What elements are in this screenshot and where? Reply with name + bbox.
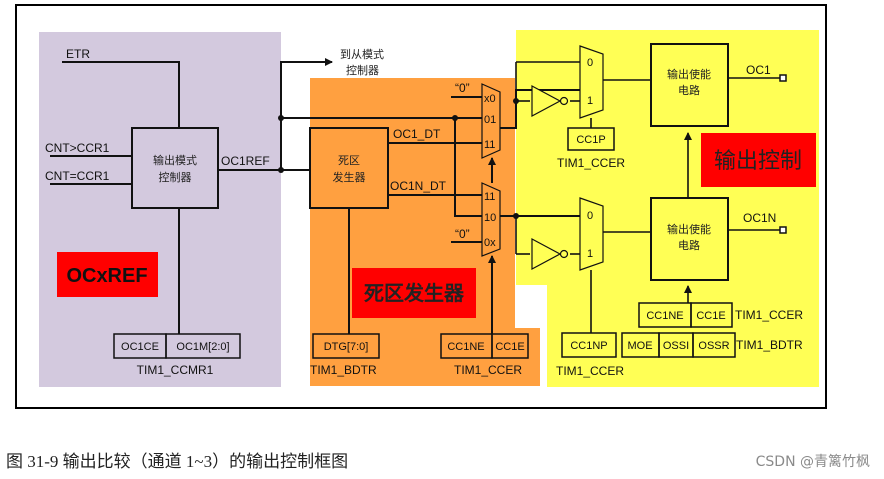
etr-label: ETR xyxy=(66,47,90,61)
polarity-mux-top xyxy=(579,45,604,119)
output-mux-top xyxy=(481,83,501,159)
oc1m-field: OC1M[2:0] xyxy=(176,341,229,353)
deadtime-generator-line1: 死区 xyxy=(338,154,360,167)
cc1ne-field: CC1NE xyxy=(447,341,484,353)
dtg-field: DTG[7:0] xyxy=(324,341,369,353)
ocxref-wires xyxy=(50,58,486,334)
deadtime-generator-block xyxy=(309,127,389,209)
oc1ref-label: OC1REF xyxy=(221,154,270,168)
ccer-cc1p-register-name: TIM1_CCER xyxy=(557,156,625,170)
deadtime-generator-line2: 发生器 xyxy=(333,170,366,184)
output-enable-bottom-block xyxy=(650,197,729,281)
cc1p-field: CC1P xyxy=(576,134,605,146)
dtg-register-field xyxy=(312,333,380,359)
junction-dot xyxy=(278,115,284,121)
output-control-block-diagram: OCxREF 死区发生器 输出控制 ETR CNT>CCR1 CNT=CCR1 … xyxy=(15,4,827,409)
cc1np-register-field xyxy=(561,332,617,358)
output-enable-bottom-line1: 输出使能 xyxy=(667,222,711,236)
deadtime-label-bg xyxy=(352,268,476,318)
oc1n-pin-icon xyxy=(779,226,787,234)
output-enable-bottom-line2: 电路 xyxy=(678,239,700,252)
cc1np-field: CC1NP xyxy=(570,340,607,352)
mux-bottom-input-10: 10 xyxy=(484,212,496,224)
inverter-bottom-bubble xyxy=(559,249,569,259)
mux-top-input-11: 11 xyxy=(484,139,495,151)
oc1-label: OC1 xyxy=(746,63,771,77)
output-mode-controller-line2: 控制器 xyxy=(159,170,192,184)
junction-dot xyxy=(513,213,519,219)
ccmr1-register-field xyxy=(165,333,241,359)
output-mux-bottom xyxy=(481,182,501,257)
bdtr-enable-field xyxy=(692,332,736,358)
cc1ne-enable-field: CC1NE xyxy=(646,310,683,322)
junction-dot xyxy=(452,115,458,121)
mux-top-input-01: 01 xyxy=(484,114,496,126)
ccmr1-register-name: TIM1_CCMR1 xyxy=(137,363,214,377)
output-label-bg xyxy=(701,133,816,187)
deadtime-label: 死区发生器 xyxy=(364,281,465,305)
mux-top-input-x0: x0 xyxy=(484,93,496,105)
ccer-enable-field xyxy=(690,302,733,328)
ccer-register-name: TIM1_CCER xyxy=(454,363,522,377)
cc1p-register-field xyxy=(567,127,615,151)
junction-dot xyxy=(278,167,284,173)
mux-bottom-input-0x: 0x xyxy=(484,237,496,249)
ccer-enable-register-name: TIM1_CCER xyxy=(735,308,803,322)
ccer-register-field xyxy=(491,333,529,359)
inverter-top-icon xyxy=(531,84,562,118)
pol-bottom-input-1: 1 xyxy=(587,248,593,260)
junction-dot xyxy=(513,98,519,104)
oc1n-dt-label: OC1N_DT xyxy=(390,179,447,193)
inverter-top-bubble xyxy=(559,96,569,106)
mux-bottom-input-11: 11 xyxy=(484,191,495,203)
pol-bottom-input-0: 0 xyxy=(587,210,593,222)
output-enable-top-line1: 输出使能 xyxy=(667,67,711,81)
pol-top-input-1: 1 xyxy=(587,95,593,107)
watermark: CSDN @青篱竹枫 xyxy=(755,454,870,470)
inverter-bottom-icon xyxy=(531,237,562,271)
ossi-field: OSSI xyxy=(663,340,689,352)
bdtr-enable-register-name: TIM1_BDTR xyxy=(736,338,803,352)
cnt-gt-label: CNT>CCR1 xyxy=(45,141,110,155)
ossr-field: OSSR xyxy=(698,340,729,352)
oc1-dt-label: OC1_DT xyxy=(393,127,441,141)
oc1-pin-icon xyxy=(779,74,787,82)
moe-field: MOE xyxy=(627,340,652,352)
cc1e-enable-field: CC1E xyxy=(696,310,725,322)
ocxref-label: OCxREF xyxy=(66,265,147,287)
zero-const-bottom: “0” xyxy=(455,227,470,241)
ocxref-label-bg xyxy=(57,252,158,297)
output-mode-controller-block xyxy=(131,127,219,209)
cc1e-field: CC1E xyxy=(495,341,524,353)
oc1ce-field: OC1CE xyxy=(121,341,159,353)
output-enable-top-line2: 电路 xyxy=(678,84,700,97)
bdtr-register-name: TIM1_BDTR xyxy=(310,363,377,377)
figure-caption: 图 31-9 输出比较（通道 1~3）的输出控制框图 xyxy=(6,452,349,471)
cnt-eq-label: CNT=CCR1 xyxy=(45,169,110,183)
to-slave-label-2: 控制器 xyxy=(346,63,379,77)
output-enable-top-block xyxy=(650,43,729,127)
output-label: 输出控制 xyxy=(714,149,802,174)
deadtime-region xyxy=(310,78,540,386)
zero-const-top: “0” xyxy=(455,81,470,95)
oc1n-label: OC1N xyxy=(743,211,776,225)
pol-top-input-0: 0 xyxy=(587,57,593,69)
ocxref-region xyxy=(39,32,281,387)
output-wires xyxy=(515,61,781,333)
to-slave-label-1: 到从模式 xyxy=(340,48,384,61)
output-mode-controller-line1: 输出模式 xyxy=(153,153,197,167)
ccer-cc1np-register-name: TIM1_CCER xyxy=(556,364,624,378)
polarity-mux-bottom xyxy=(579,197,604,271)
